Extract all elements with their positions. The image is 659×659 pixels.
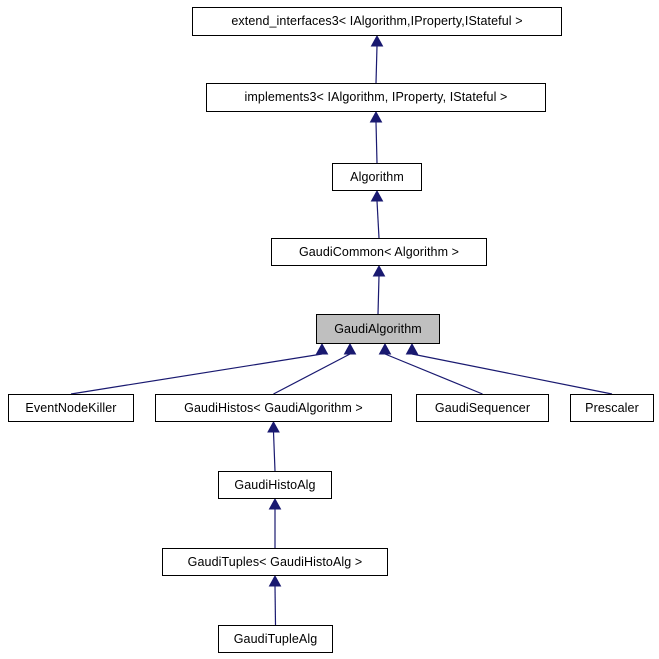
inheritance-edge-GaudiTupleAlg-to-GaudiTuples	[268, 574, 282, 626]
inheritance-edge-GaudiTuples-to-GaudiHistoAlg	[268, 497, 282, 548]
inheritance-arrowhead	[370, 189, 384, 202]
inheritance-edge-GaudiAlgorithm-to-GaudiCommon	[372, 264, 386, 315]
class-node-label: GaudiTuples< GaudiHistoAlg >	[187, 554, 363, 569]
inheritance-arrowhead	[372, 264, 386, 277]
class-node-extend_interfaces3[interactable]: extend_interfaces3< IAlgorithm,IProperty…	[192, 7, 562, 36]
class-node-GaudiHistos[interactable]: GaudiHistos< GaudiAlgorithm >	[155, 394, 392, 422]
inheritance-edge-Prescaler-to-GaudiAlgorithm	[405, 342, 613, 395]
inheritance-arrowhead	[268, 574, 282, 587]
class-node-label: GaudiTupleAlg	[233, 631, 318, 646]
class-node-label: GaudiHistoAlg	[234, 477, 316, 492]
class-node-label: implements3< IAlgorithm, IProperty, ISta…	[244, 90, 508, 105]
inheritance-edge-GaudiCommon-to-Algorithm	[370, 189, 384, 239]
class-node-label: GaudiHistos< GaudiAlgorithm >	[184, 400, 363, 415]
inheritance-edge-line	[375, 45, 378, 84]
class-node-label: EventNodeKiller	[25, 400, 117, 415]
inheritance-arrowhead	[405, 342, 419, 355]
class-node-Algorithm[interactable]: Algorithm	[332, 163, 422, 191]
class-node-label: Prescaler	[585, 400, 639, 415]
inheritance-edge-implements3-to-extend_interfaces3	[370, 34, 384, 84]
inheritance-edge-line	[376, 200, 380, 239]
class-node-Prescaler[interactable]: Prescaler	[570, 394, 654, 422]
inheritance-arrowhead	[370, 34, 384, 47]
inheritance-edge-GaudiHistoAlg-to-GaudiHistos	[267, 420, 280, 472]
class-node-GaudiTuples[interactable]: GaudiTuples< GaudiHistoAlg >	[162, 548, 388, 576]
inheritance-arrowhead	[369, 110, 383, 123]
inheritance-arrowhead	[343, 342, 357, 355]
class-node-label: extend_interfaces3< IAlgorithm,IProperty…	[231, 14, 523, 29]
class-node-label: GaudiCommon< Algorithm >	[298, 244, 460, 259]
inheritance-edge-line	[384, 353, 483, 395]
inheritance-arrowhead	[268, 497, 282, 510]
inheritance-edge-line	[274, 585, 277, 626]
class-node-GaudiCommon[interactable]: GaudiCommon< Algorithm >	[271, 238, 487, 266]
inheritance-edge-GaudiHistos-to-GaudiAlgorithm	[273, 342, 357, 395]
inheritance-edge-line	[375, 121, 378, 164]
class-node-GaudiTupleAlg[interactable]: GaudiTupleAlg	[218, 625, 333, 653]
class-node-label: GaudiSequencer	[434, 400, 531, 415]
inheritance-edge-line	[70, 353, 323, 395]
class-node-label: Algorithm	[350, 169, 404, 184]
inheritance-edge-GaudiSequencer-to-GaudiAlgorithm	[378, 342, 483, 395]
class-node-GaudiHistoAlg[interactable]: GaudiHistoAlg	[218, 471, 332, 499]
class-node-EventNodeKiller[interactable]: EventNodeKiller	[8, 394, 134, 422]
inheritance-edge-EventNodeKiller-to-GaudiAlgorithm	[70, 342, 329, 395]
inheritance-arrowhead	[315, 342, 329, 355]
class-node-GaudiAlgorithm[interactable]: GaudiAlgorithm	[316, 314, 440, 344]
class-node-GaudiSequencer[interactable]: GaudiSequencer	[416, 394, 549, 422]
inheritance-edge-line	[273, 353, 351, 395]
inheritance-arrowhead	[378, 342, 392, 355]
class-node-label: GaudiAlgorithm	[334, 321, 422, 336]
inheritance-edge-line	[272, 431, 276, 472]
inheritance-edge-line	[377, 275, 380, 315]
inheritance-arrowhead	[267, 420, 280, 433]
inheritance-edge-Algorithm-to-implements3	[369, 110, 383, 164]
inheritance-edge-line	[411, 353, 613, 395]
class-node-implements3[interactable]: implements3< IAlgorithm, IProperty, ISta…	[206, 83, 546, 112]
